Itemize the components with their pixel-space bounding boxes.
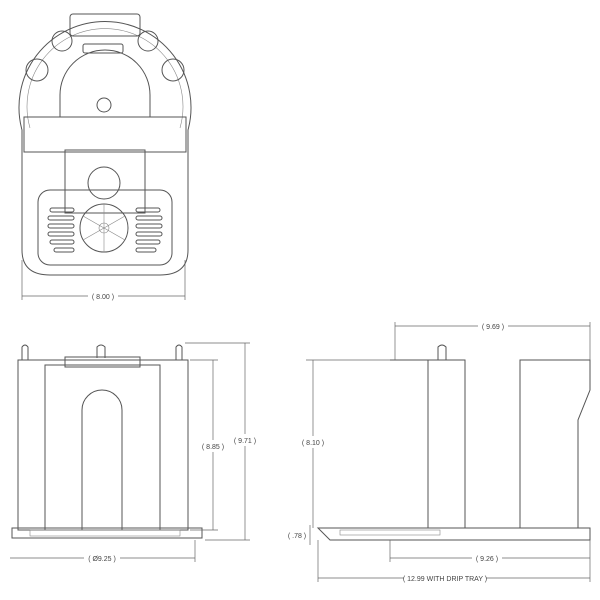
dim-overall-depth-label: ( 12.99 WITH DRIP TRAY ) (403, 576, 487, 583)
dim-top-depth-label: ( 9.69 ) (482, 324, 504, 331)
dim-tray-height-label: ( .78 ) (288, 533, 306, 540)
side-view (306, 322, 591, 582)
dim-diameter-label: ( Ø9.25 ) (88, 556, 116, 563)
front-view (10, 342, 250, 562)
dim-base-depth-label: ( 9.26 ) (476, 556, 498, 563)
dim-inner-height-label: ( 8.85 ) (202, 444, 224, 451)
dim-overall-height-label: ( 9.71 ) (234, 438, 256, 445)
dim-side-height-label: ( 8.10 ) (302, 440, 324, 447)
dim-width-label: ( 8.00 ) (92, 294, 114, 301)
top-view (18, 13, 192, 300)
